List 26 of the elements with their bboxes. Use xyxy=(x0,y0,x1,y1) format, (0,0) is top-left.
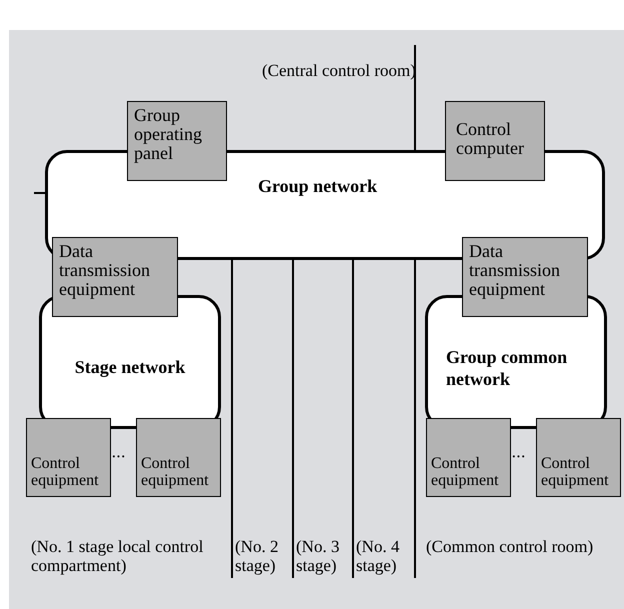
area-label: (No. 1 stage local control compartment) xyxy=(31,538,204,576)
network-label: Group common network xyxy=(446,346,568,390)
equipment-box xyxy=(52,237,178,317)
equipment-box xyxy=(26,418,111,497)
area-label: (No. 2 stage) xyxy=(235,538,280,576)
equipment-box xyxy=(462,237,588,317)
equipment-box xyxy=(136,418,221,497)
equipment-box xyxy=(127,101,227,181)
area-label: (Common control room) xyxy=(426,538,594,557)
box-label: Control computer xyxy=(456,119,524,158)
box-label: Control equipment xyxy=(431,456,500,490)
area-label: (No. 4 stage) xyxy=(356,538,400,576)
ellipsis-mark: ··· xyxy=(111,448,125,467)
box-label: Control equipment xyxy=(541,456,610,490)
network-label: Group network xyxy=(258,175,378,198)
box-label: Data transmission equipment xyxy=(59,241,150,299)
box-label: Control equipment xyxy=(31,456,100,490)
network-label: Stage network xyxy=(74,356,186,378)
equipment-box xyxy=(445,101,545,181)
box-label: Group operating panel xyxy=(134,105,202,163)
equipment-box xyxy=(536,418,621,497)
box-label: Control equipment xyxy=(141,456,210,490)
box-label: Data transmission equipment xyxy=(469,241,560,299)
area-label: (No. 3 stage) xyxy=(296,538,340,576)
equipment-box xyxy=(426,418,511,497)
ellipsis-mark: ··· xyxy=(511,448,525,467)
